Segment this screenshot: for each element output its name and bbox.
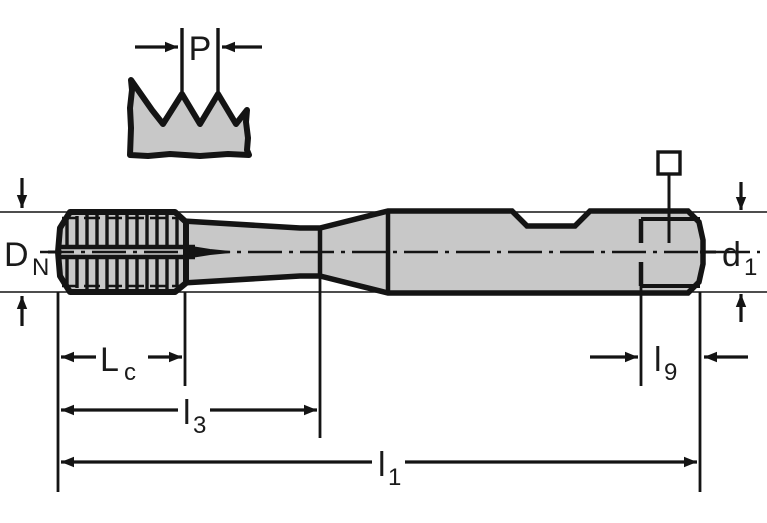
chamfer-length-dimension: L c [61,341,182,386]
square-shank-symbol [656,150,682,243]
thread-length-subscript: 3 [193,412,206,439]
nominal-diameter-label: D [4,236,29,274]
overall-length-subscript: 1 [388,464,401,491]
thread-length-dimension: l 3 [61,394,317,439]
pitch-label: P [189,30,212,68]
shank-diameter-label: d [722,236,741,274]
thread-profile-detail-view: P [127,28,262,159]
overall-length-label: l [378,446,386,484]
square-length-subscript: 9 [664,359,677,386]
bottom-dimensions-group: L c l 3 l 9 l 1 [56,276,748,492]
tap-tool-main-view: D N d 1 [0,150,767,326]
shank-diameter-subscript: 1 [744,254,757,281]
shank-diameter-dimension: d 1 [700,182,757,322]
chamfer-length-label: L [100,341,119,379]
overall-length-dimension: l 1 [61,446,697,491]
thread-crest-lines-lower [65,257,179,289]
nominal-diameter-subscript: N [32,254,49,281]
nominal-diameter-dimension: D N [4,178,62,326]
thread-length-label: l [183,394,191,432]
chamfer-length-subscript: c [124,359,136,386]
square-length-dimension: l 9 [590,341,748,386]
square-length-label: l [654,341,662,379]
thread-profile-shape [127,77,252,159]
thread-crest-lines-upper [65,215,179,247]
square-symbol-icon [656,150,682,176]
